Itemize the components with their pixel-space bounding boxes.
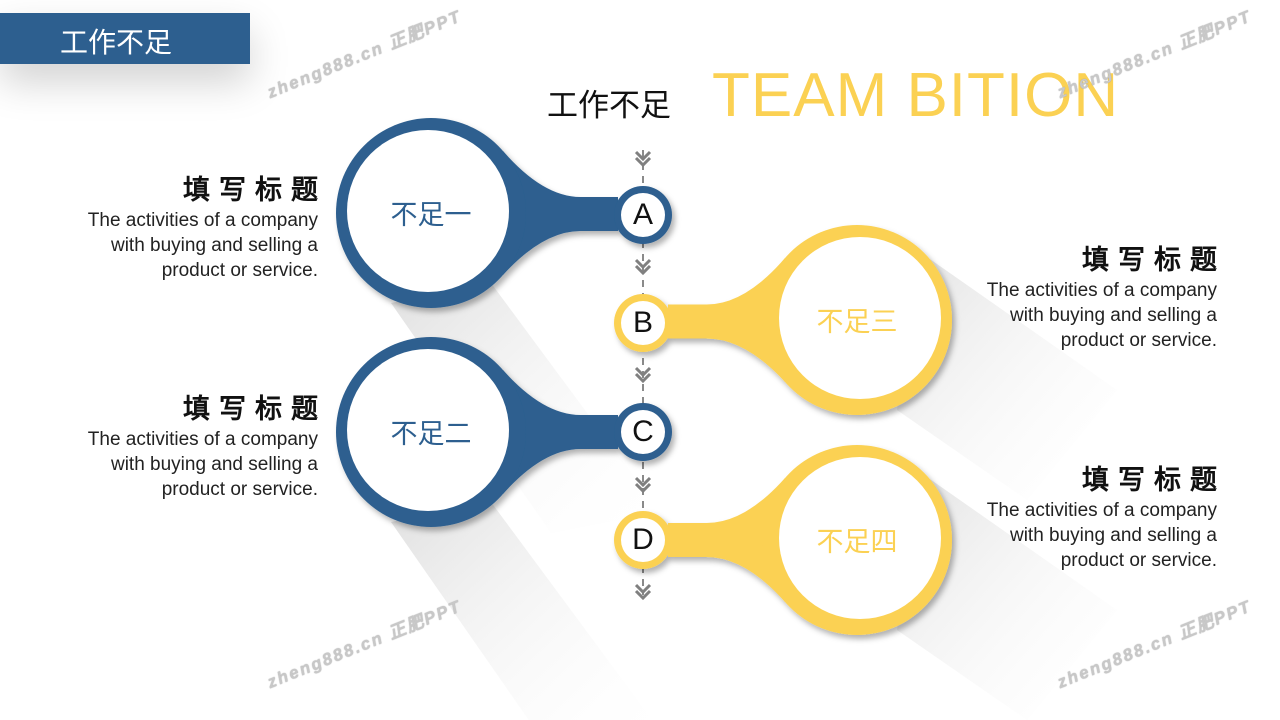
- item-description-line: with buying and selling a: [110, 454, 318, 475]
- item-description-line: with buying and selling a: [110, 235, 318, 256]
- long-shadow: [897, 250, 1117, 500]
- title-english: TEAM BITION: [712, 61, 1120, 130]
- item-description-line: with buying and selling a: [1009, 525, 1217, 546]
- bubble-label: 不足四: [816, 527, 898, 558]
- bubble-label: 不足一: [390, 200, 472, 231]
- bubble-label: 不足三: [816, 307, 898, 338]
- item-heading: 填写标题: [1082, 245, 1226, 276]
- long-shadow: [391, 502, 653, 720]
- bubble-inner: [779, 237, 941, 399]
- chevron-down-icon: [634, 366, 652, 384]
- chevron-down-icon: [634, 150, 652, 168]
- letter-circle: [621, 518, 665, 562]
- chevron-down-icon: [634, 476, 652, 494]
- section-header: 工作不足: [0, 13, 250, 64]
- item-heading: 填写标题: [1082, 465, 1226, 496]
- item-description-line: product or service.: [161, 260, 318, 281]
- letter-circle: [621, 193, 665, 237]
- item-heading: 填写标题: [183, 394, 327, 425]
- bubble-inner: [347, 349, 509, 511]
- item-description-line: The activities of a company: [87, 429, 318, 450]
- item-heading: 填写标题: [183, 175, 327, 206]
- step-letter: A: [632, 198, 653, 231]
- item-description-line: product or service.: [1060, 550, 1217, 571]
- title-chinese: 工作不足: [547, 88, 671, 124]
- section-header-label: 工作不足: [60, 26, 173, 59]
- letter-circle: [621, 410, 665, 454]
- step-letter: B: [632, 306, 653, 339]
- bubble-inner: [779, 457, 941, 619]
- bubble-inner: [347, 130, 509, 292]
- item-description-line: The activities of a company: [87, 210, 318, 231]
- bubble-label: 不足二: [390, 419, 472, 450]
- item-description-line: The activities of a company: [986, 280, 1217, 301]
- item-description-line: The activities of a company: [986, 500, 1217, 521]
- item-description-line: product or service.: [1060, 330, 1217, 351]
- chevron-down-icon: [634, 583, 652, 601]
- item-description-line: product or service.: [161, 479, 318, 500]
- long-shadow: [897, 470, 1117, 720]
- step-letter: D: [632, 523, 654, 556]
- chevron-down-icon: [634, 258, 652, 276]
- letter-circle: [621, 301, 665, 345]
- item-description-line: with buying and selling a: [1009, 305, 1217, 326]
- step-letter: C: [632, 415, 654, 448]
